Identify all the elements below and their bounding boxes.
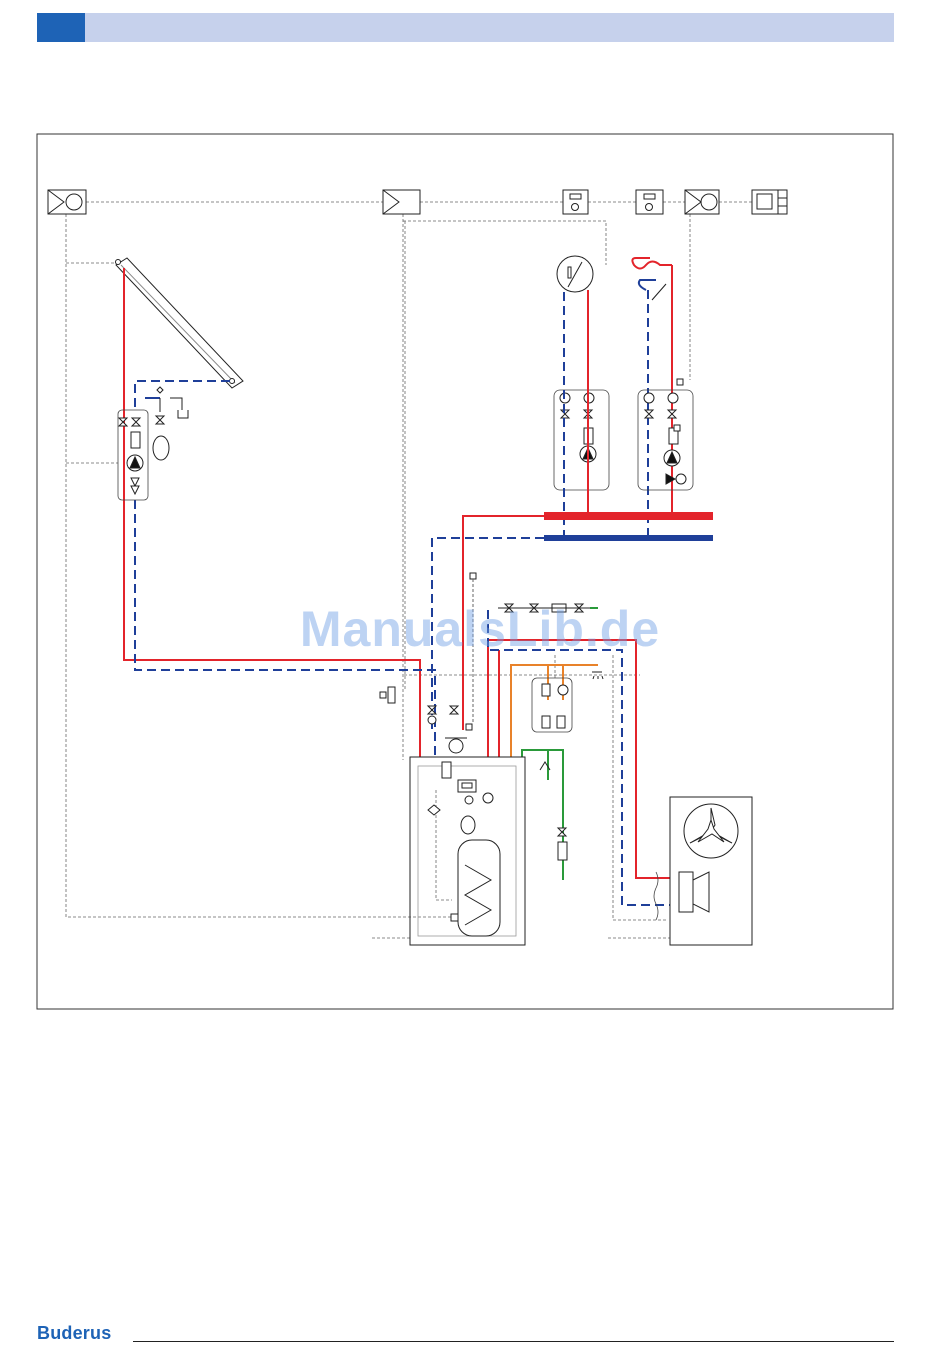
low-loss-header (544, 512, 713, 541)
watermark-text: ManualsLib.de (290, 600, 670, 658)
footer-rule (133, 1341, 894, 1342)
brand-logo: Buderus (37, 1323, 111, 1344)
solar-circuit (124, 268, 435, 757)
indoor-unit-with-dhw-tank (410, 757, 525, 945)
heating-circuit-1-pipes (564, 290, 588, 538)
heating-circuit-2-station (638, 284, 693, 490)
room-controller-1-icon (563, 190, 588, 214)
heat-pump-controller-icon (685, 190, 719, 214)
dhw-lines (511, 665, 598, 880)
solar-controller-icon (48, 190, 86, 214)
system-controller-icon (383, 190, 420, 214)
remote-display-icon (752, 190, 787, 214)
heating-circuit-1-station (554, 256, 609, 490)
solar-collector-icon (116, 258, 244, 388)
heat-pump-outdoor-unit (654, 797, 752, 945)
room-controller-2-icon (636, 190, 663, 214)
solar-pump-station (118, 410, 148, 500)
mixing-valve-group (532, 672, 603, 732)
